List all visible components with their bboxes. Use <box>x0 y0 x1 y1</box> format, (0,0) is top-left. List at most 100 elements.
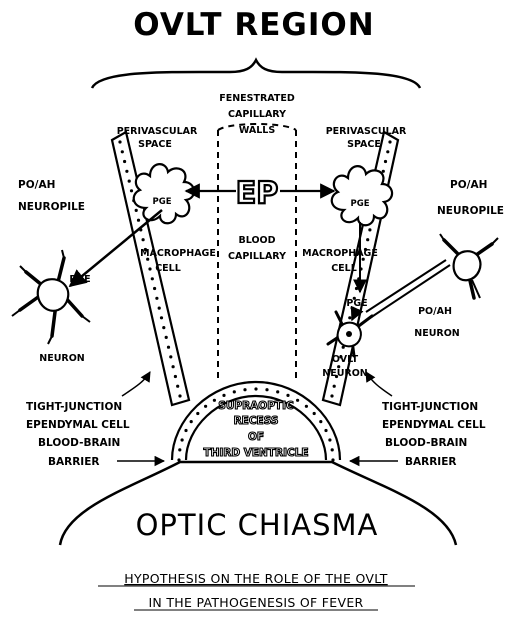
ependymal-cell-dot <box>172 365 175 368</box>
fenestrated-label-1: FENESTRATED <box>219 93 295 104</box>
macrophage-left-pge: PGE <box>152 197 171 207</box>
recess-cell-dot <box>222 394 225 397</box>
recess-cell-dot <box>328 438 331 441</box>
blood-capillary-label-1: BLOOD <box>239 235 276 246</box>
left-pointer-upper <box>122 372 150 396</box>
left-ependymal-label: EPENDYMAL CELL <box>26 419 130 431</box>
poah-left-label-2: NEUROPILE <box>18 201 85 213</box>
ependymal-cell-dot <box>121 150 124 153</box>
recess-cell-dot <box>178 448 181 451</box>
recess-cell-dot <box>305 405 308 408</box>
perivascular-right-label-2: SPACE <box>347 139 381 150</box>
left-barrier-label: BARRIER <box>48 456 99 468</box>
macrophage-right: PGE <box>332 166 392 225</box>
ependymal-cell-dot <box>130 189 133 192</box>
ependymal-cell-dot <box>158 307 161 310</box>
perivascular-left-label-1: PERIVASCULAR <box>117 126 198 137</box>
macrophage-right-label-2: CELL <box>331 263 357 274</box>
recess-label-3: OF <box>248 431 264 443</box>
poah-right-label-1: PO/AH <box>450 179 487 191</box>
right-tight-junction-label: TIGHT-JUNCTION <box>382 401 478 413</box>
recess-cell-dot <box>196 412 199 415</box>
ependymal-cell-dot <box>125 170 128 173</box>
ependymal-cell-dot <box>160 316 163 319</box>
recess-cell-dot <box>276 390 279 393</box>
recess-cell-dot <box>184 429 187 432</box>
ependymal-cell-dot <box>169 355 172 358</box>
recess-cell-dot <box>181 438 184 441</box>
macrophage-left-label-2: CELL <box>155 263 181 274</box>
recess-cell-dot <box>243 388 246 391</box>
left-bbb-label: BLOOD-BRAIN <box>38 437 120 449</box>
ependymal-cell-dot <box>330 394 333 397</box>
perivascular-left-label-2: SPACE <box>138 139 172 150</box>
ovlt-neuron-label-1: OVLT <box>332 354 359 365</box>
ependymal-cell-dot <box>151 277 154 280</box>
ependymal-cell-dot <box>384 160 387 163</box>
ependymal-cell-dot <box>167 346 170 349</box>
poah-left-label-1: PO/AH <box>18 179 55 191</box>
recess-cell-dot <box>319 420 322 423</box>
recess-cell-dot <box>213 399 216 402</box>
ependymal-cell-dot <box>366 238 369 241</box>
recess-label-4: THIRD VENTRICLE <box>203 447 308 459</box>
recess-cell-dot <box>265 388 268 391</box>
recess-cell-dot <box>313 412 316 415</box>
fenestrated-label-3: WALLS <box>239 125 276 136</box>
ependymal-cell-dot <box>348 316 351 319</box>
macrophage-left-label-1: MACROPHAGE <box>140 248 216 259</box>
ependymal-cell-dot <box>386 150 389 153</box>
ependymal-cell-dot <box>178 394 181 397</box>
recess-cell-dot <box>233 390 236 393</box>
ependymal-cell-dot <box>333 385 336 388</box>
recess-cell-dot <box>296 399 299 402</box>
recess-cell-dot <box>204 405 207 408</box>
caption-line-2: IN THE PATHOGENESIS OF FEVER <box>148 595 363 610</box>
recess-label-2: RECESS <box>234 415 279 427</box>
recess-cell-dot <box>254 387 257 390</box>
ependymal-cell-dot <box>128 180 131 183</box>
blood-capillary-label-2: CAPILLARY <box>228 251 286 262</box>
ependymal-cell-dot <box>174 375 177 378</box>
recess-cell-dot <box>190 420 193 423</box>
ependymal-cell-dot <box>155 297 158 300</box>
recess-cell-dot <box>331 448 334 451</box>
ependymal-cell-dot <box>142 238 145 241</box>
fenestrated-label-2: CAPILLARY <box>228 109 286 120</box>
poah-right-label-2: NEUROPILE <box>437 205 504 217</box>
macrophage-right-label-1: MACROPHAGE <box>302 248 378 259</box>
ependymal-cell-dot <box>135 209 138 212</box>
ependymal-cell-dot <box>162 326 165 329</box>
perivascular-right-label-1: PERIVASCULAR <box>326 126 407 137</box>
right-ependymal-label: EPENDYMAL CELL <box>382 419 486 431</box>
recess-cell-dot <box>324 429 327 432</box>
macrophage-left: PGE <box>134 164 194 223</box>
region-brace <box>92 60 420 88</box>
ovlt-neuron-label-2: NEURON <box>322 368 368 379</box>
poah-neuron-label-2: NEURON <box>414 328 460 339</box>
right-barrier-label: BARRIER <box>405 456 456 468</box>
ependymal-cell-dot <box>388 140 391 143</box>
caption-line-1: HYPOTHESIS ON THE ROLE OF THE OVLT <box>124 571 388 586</box>
recess-label-1: SUPRAOPTIC <box>218 400 294 412</box>
ependymal-cell-dot <box>176 385 179 388</box>
pge-right-label: PGE <box>346 298 367 309</box>
ependymal-cell-dot <box>123 160 126 163</box>
ependymal-cell-dot <box>118 140 121 143</box>
ependymal-cell-dot <box>355 287 358 290</box>
neuron-left <box>12 250 90 344</box>
ependymal-cell-dot <box>165 336 168 339</box>
optic-chiasma-label: OPTIC CHIASMA <box>136 508 379 542</box>
recess-cell-dot <box>286 394 289 397</box>
supraoptic-recess: SUPRAOPTIC RECESS OF THIRD VENTRICLE <box>172 382 340 462</box>
right-pointer-upper <box>366 372 392 396</box>
ep-label: EP <box>236 176 278 211</box>
macrophage-right-pge: PGE <box>350 199 369 209</box>
left-tight-junction-label: TIGHT-JUNCTION <box>26 401 122 413</box>
ependymal-cell-dot <box>368 228 371 231</box>
pge-left-neuron-label: PGE <box>69 274 90 285</box>
diagram-title: OVLT REGION <box>133 7 374 43</box>
right-bbb-label: BLOOD-BRAIN <box>385 437 467 449</box>
ependymal-cell-dot <box>153 287 156 290</box>
